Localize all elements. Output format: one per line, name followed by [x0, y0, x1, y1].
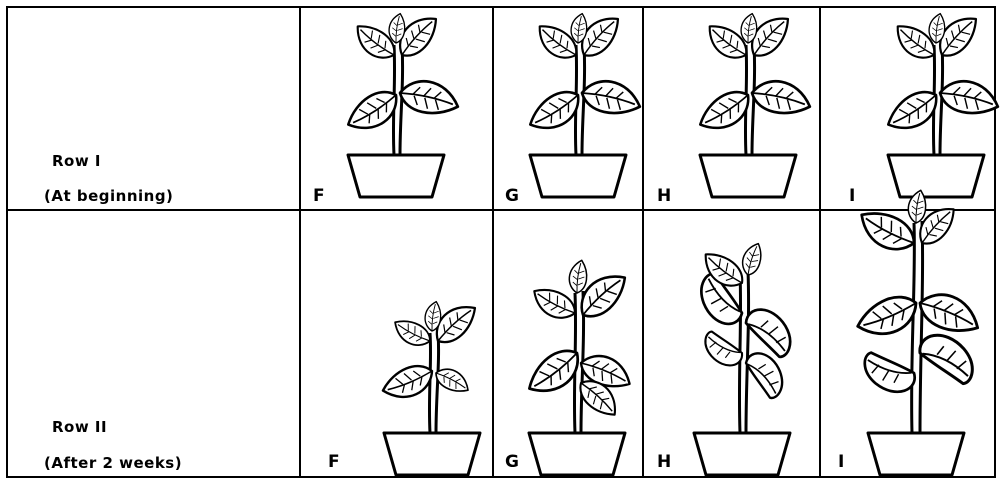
- plant-f1-icon: [341, 9, 462, 197]
- row1-title: Row I: [52, 152, 101, 170]
- plant-i1-icon: [881, 9, 1002, 197]
- row1-letter-i: I: [849, 186, 855, 206]
- plant-h2-icon: [694, 240, 795, 475]
- plant-g1-icon: [523, 9, 644, 197]
- row2-letter-i: I: [838, 452, 844, 472]
- row2-letter-f: F: [328, 452, 340, 472]
- plant-i2-icon: [853, 189, 986, 475]
- row2-title: Row II: [52, 418, 107, 436]
- grid-lines: [7, 7, 995, 477]
- row1-letter-g: G: [505, 186, 519, 206]
- plant-f2-icon: [379, 297, 483, 475]
- plant-g2-icon: [521, 259, 636, 475]
- plant-h1-icon: [693, 9, 814, 197]
- row1-letter-h: H: [657, 186, 671, 206]
- row2-subtitle: (After 2 weeks): [44, 454, 182, 472]
- row1-letter-f: F: [313, 186, 325, 206]
- row1-plants: [341, 9, 1002, 197]
- row2-letter-h: H: [657, 452, 671, 472]
- row1-subtitle: (At beginning): [44, 187, 173, 205]
- row2-plants: [379, 189, 986, 475]
- row2-letter-g: G: [505, 452, 519, 472]
